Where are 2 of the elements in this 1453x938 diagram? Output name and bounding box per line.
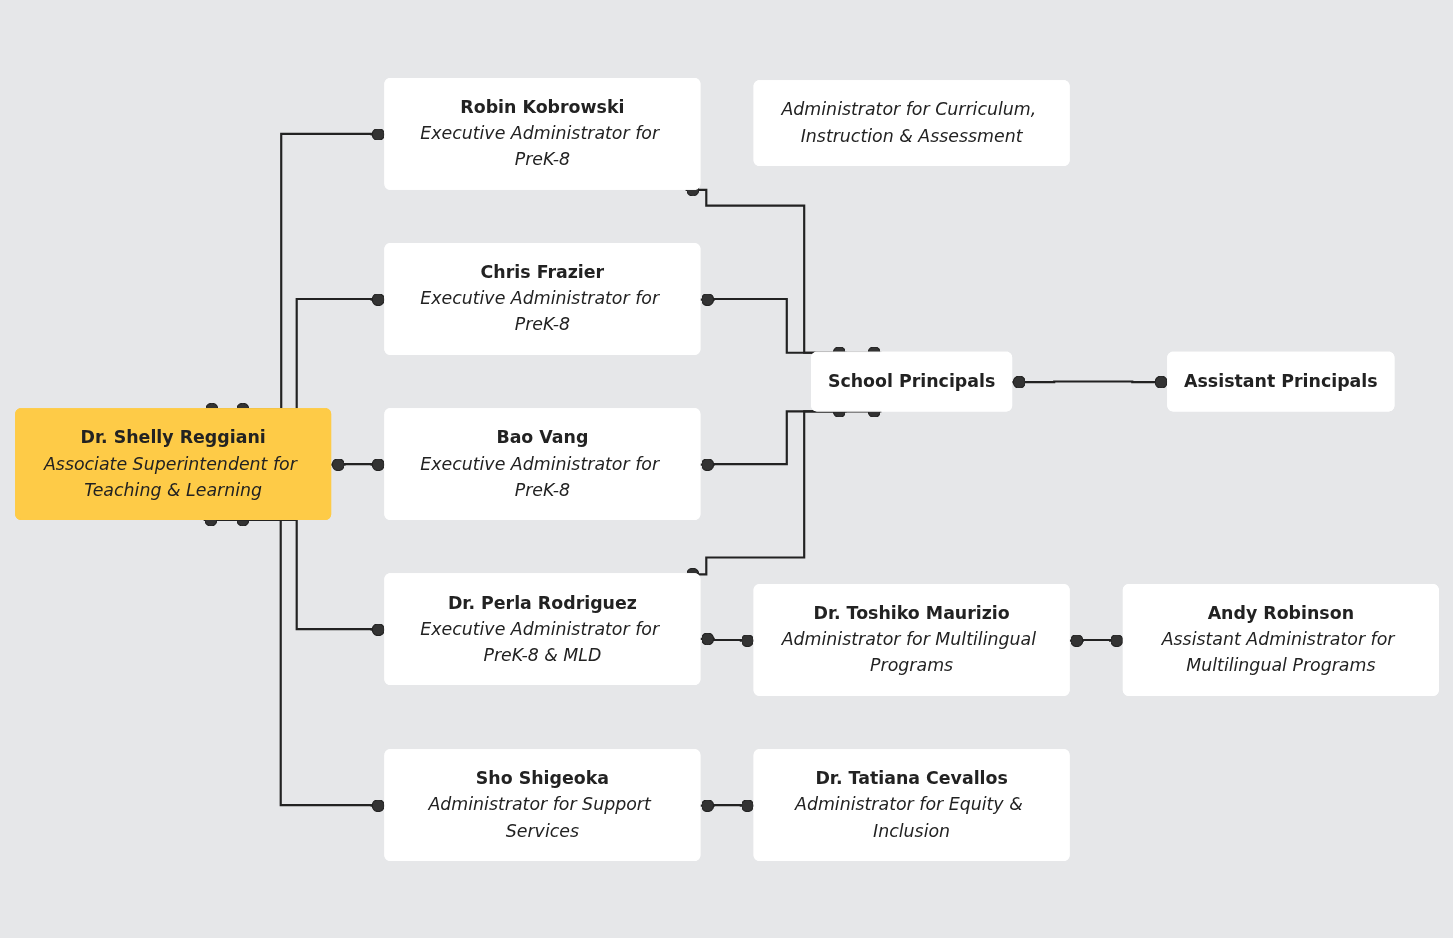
connector bbox=[1011, 375, 1168, 389]
connector bbox=[330, 457, 385, 471]
